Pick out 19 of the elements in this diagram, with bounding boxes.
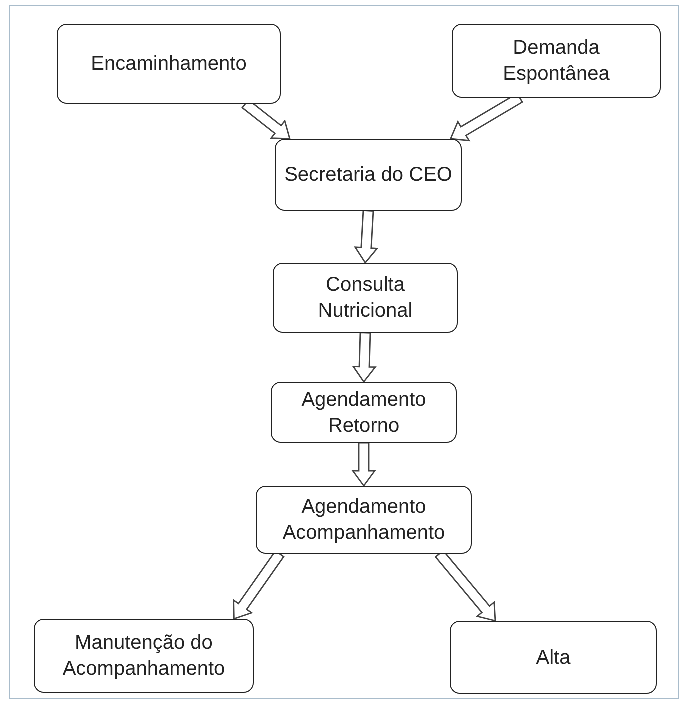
box-label: Agendamento Retorno	[300, 388, 428, 438]
box-label: Alta	[536, 646, 571, 670]
process-box	[452, 24, 661, 98]
hollow-arrow	[352, 442, 376, 488]
process-box	[450, 621, 657, 694]
box-label: Agendamento Acompanhamento	[282, 495, 446, 546]
hollow-arrow	[354, 210, 379, 264]
hollow-arrow	[352, 332, 377, 384]
box-label: Demanda Espontânea	[502, 36, 611, 87]
box-label: Consulta Nutricional	[317, 273, 414, 324]
process-box	[271, 382, 457, 443]
process-box	[34, 619, 254, 693]
process-box	[57, 24, 281, 104]
box-label: Encaminhamento	[91, 52, 247, 77]
box-label: Manutenção do Acompanhamento	[62, 631, 226, 682]
process-box	[273, 263, 458, 333]
process-box	[275, 139, 462, 211]
process-box	[256, 486, 472, 554]
box-label: Secretaria do CEO	[284, 163, 452, 188]
